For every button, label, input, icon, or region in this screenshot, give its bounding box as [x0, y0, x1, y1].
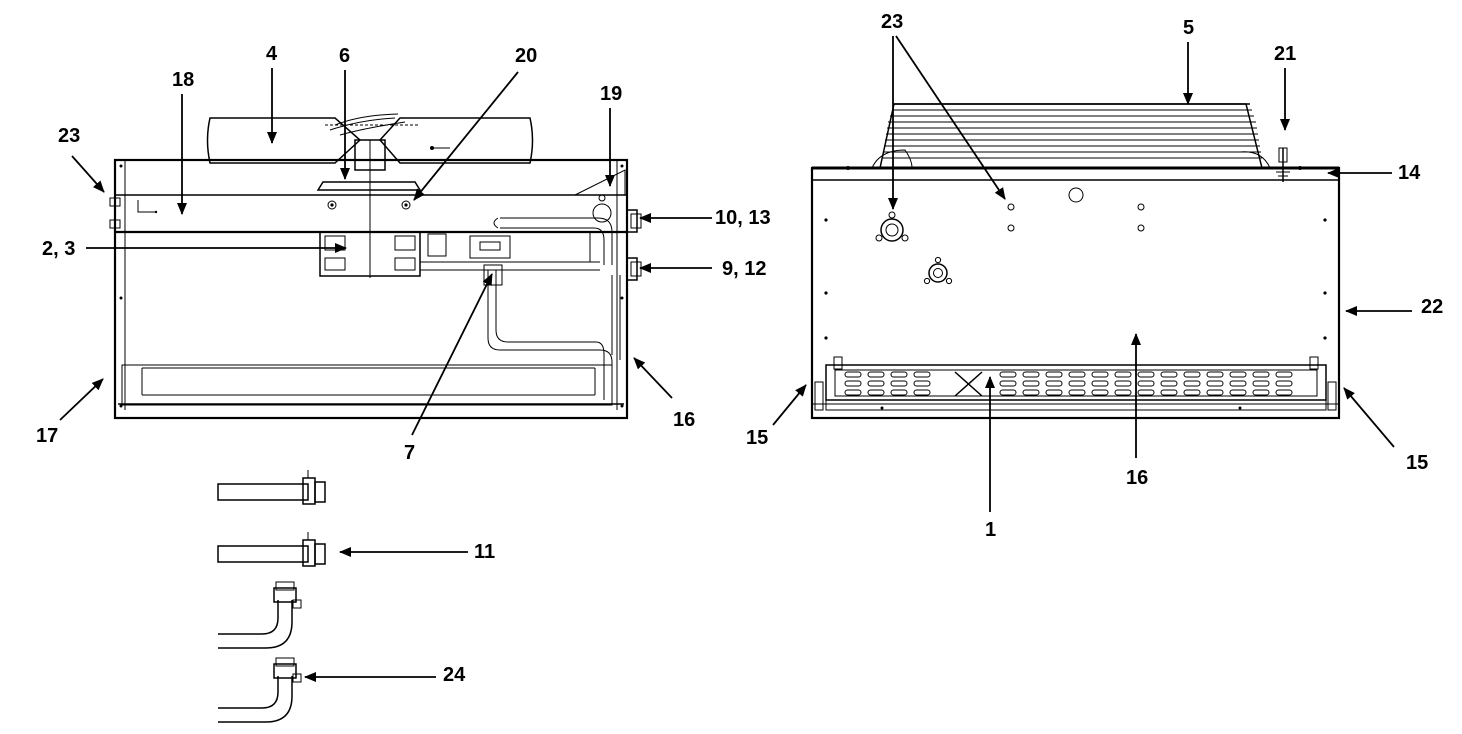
callout-10-13: 10, 13 [715, 207, 771, 229]
callout-16-left: 16 [673, 409, 695, 431]
right-unit-view [810, 103, 1341, 420]
callout-1: 1 [985, 519, 996, 541]
leader-16-left [633, 357, 673, 399]
port-fitting-upper [875, 211, 909, 242]
callout-20: 20 [515, 45, 537, 67]
pipe-part-elbow-1 [218, 581, 302, 649]
callout-6: 6 [339, 45, 350, 67]
callout-2-3: 2, 3 [42, 238, 75, 260]
pipe-part-straight-2 [217, 532, 326, 567]
pipe-part-elbow-2 [218, 657, 302, 723]
callout-16-right: 16 [1126, 467, 1148, 489]
leader-23-right-b [895, 35, 1006, 200]
left-unit-view [109, 113, 642, 420]
leader-23-left [71, 155, 105, 193]
callout-15-right: 15 [1406, 452, 1428, 474]
callout-21: 21 [1274, 43, 1296, 65]
callout-14: 14 [1398, 162, 1421, 184]
leader-7 [411, 273, 493, 436]
top-grille [871, 103, 1271, 169]
leader-15-right [1343, 387, 1395, 448]
fitting-lower [626, 257, 642, 281]
callout-4: 4 [266, 43, 278, 65]
grille-slots [844, 371, 1293, 396]
callout-24: 24 [443, 664, 466, 686]
left-cabinet [113, 158, 629, 420]
valve [483, 264, 503, 286]
drain-pan [121, 364, 613, 406]
callout-5: 5 [1183, 17, 1194, 39]
fitting-upper [626, 209, 642, 233]
callout-11: 11 [474, 541, 495, 563]
callout-23-left: 23 [58, 125, 80, 147]
return-grille [812, 356, 1339, 411]
callout-labels: 23 18 4 6 20 19 10, 13 2, 3 9, 12 17 16 … [36, 11, 1443, 686]
leader-20 [413, 71, 519, 201]
leader-17 [59, 378, 104, 421]
callout-19: 19 [600, 83, 622, 105]
blower-motor [319, 231, 421, 277]
callout-15-left: 15 [746, 427, 768, 449]
callout-23-right: 23 [881, 11, 903, 33]
callout-9-12: 9, 12 [722, 258, 766, 280]
port-fitting-lower [923, 256, 953, 285]
pipe-part-straight-1 [217, 470, 326, 505]
callout-22: 22 [1421, 296, 1443, 318]
callout-7: 7 [404, 442, 415, 464]
leader-15-left [772, 384, 807, 426]
callout-18: 18 [172, 69, 194, 91]
callout-17: 17 [36, 425, 58, 447]
leader-lines [59, 35, 1412, 682]
